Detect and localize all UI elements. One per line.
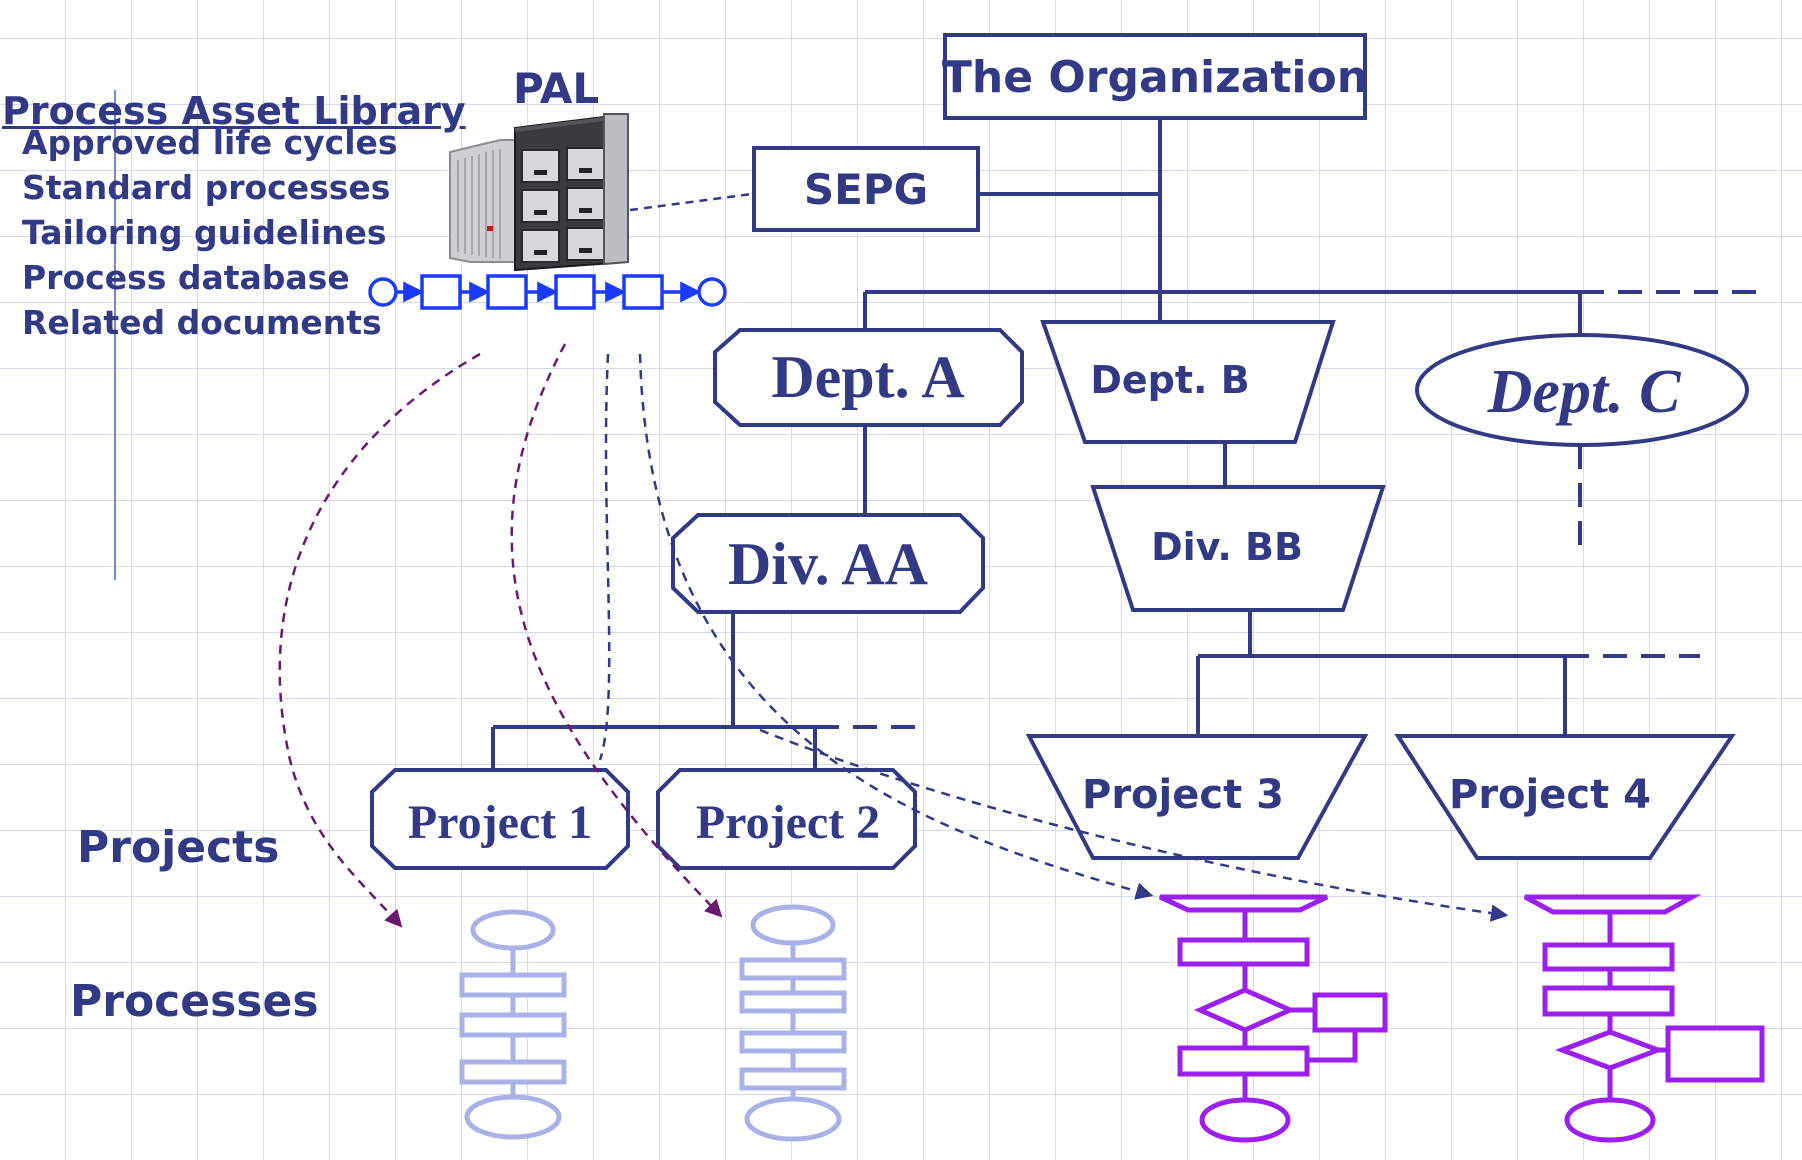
project-1-box: Project 1 — [370, 768, 630, 870]
pal-label: PAL — [513, 64, 600, 113]
dept-a-label: Dept. A — [771, 344, 964, 410]
processes-row-label: Processes — [70, 976, 319, 1027]
sepg-box: SEPG — [752, 146, 980, 232]
div-bb-label: Div. BB — [1151, 525, 1303, 569]
org-dashed-extensions — [815, 290, 1765, 729]
org-connectors — [491, 118, 1582, 770]
project-1-process-flowchart — [459, 909, 567, 1140]
library-items: Approved life cycles Standard processes … — [22, 120, 398, 345]
project-1-label: Project 1 — [408, 796, 592, 849]
div-aa-box: Div. AA — [671, 513, 985, 614]
dept-a-box: Dept. A — [713, 328, 1024, 427]
dept-b-label: Dept. B — [1090, 358, 1249, 402]
library-item: Approved life cycles — [22, 123, 398, 162]
org-top-label: The Organization — [942, 52, 1368, 103]
projects-row-label: Projects — [77, 822, 280, 873]
project-2-label: Project 2 — [696, 796, 880, 849]
dept-c-box: Dept. C — [1415, 333, 1749, 447]
sepg-label: SEPG — [804, 165, 928, 214]
library-item: Standard processes — [22, 168, 391, 207]
library-title: Process Asset Library — [2, 89, 466, 134]
pal-server-cabinet — [449, 112, 629, 272]
project-2-process-flowchart — [739, 904, 847, 1142]
project-4-process-flowchart — [1523, 894, 1765, 1143]
project-4-box: Project 4 — [1394, 734, 1736, 860]
pal-process-chain — [368, 274, 727, 310]
project-4-label: Project 4 — [1449, 772, 1651, 818]
project-3-box: Project 3 — [1025, 734, 1369, 860]
div-aa-label: Div. AA — [728, 531, 928, 597]
div-bb-box: Div. BB — [1090, 485, 1386, 612]
project-3-label: Project 3 — [1082, 772, 1284, 818]
project-2-box: Project 2 — [656, 768, 917, 870]
vertical-accent-line — [114, 90, 116, 580]
pal-deployment-arrows — [278, 343, 1509, 928]
library-item: Related documents — [22, 303, 382, 342]
dept-b-box: Dept. B — [1040, 320, 1336, 444]
pal-sepg-link — [629, 192, 753, 212]
org-top-box: The Organization — [942, 33, 1368, 120]
library-item: Tailoring guidelines — [22, 213, 387, 252]
dept-c-label: Dept. C — [1487, 358, 1682, 426]
project-3-process-flowchart — [1158, 894, 1388, 1143]
library-item: Process database — [22, 258, 350, 297]
